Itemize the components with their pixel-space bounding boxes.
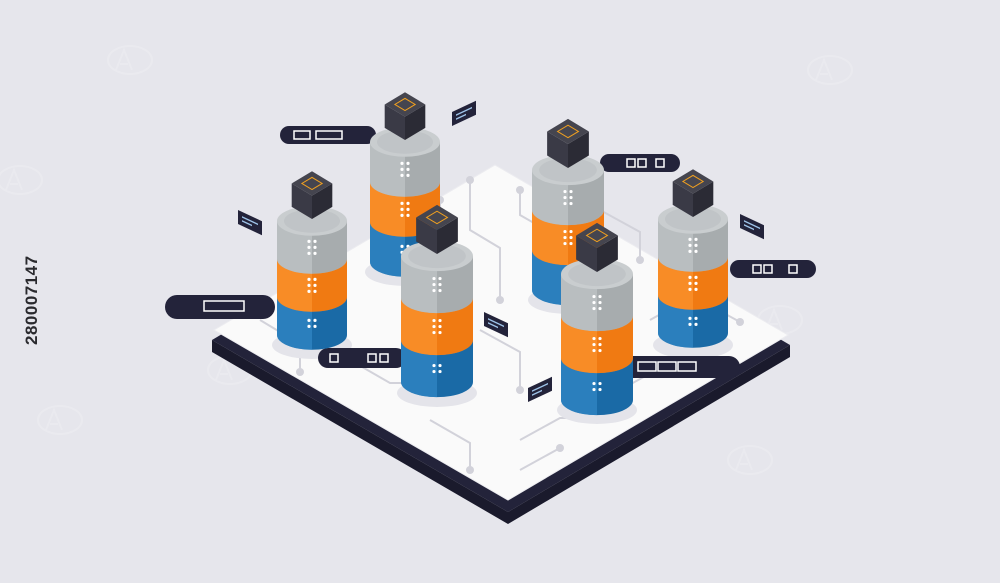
server-stack-5 (561, 222, 633, 416)
status-led-dots (688, 275, 698, 291)
gray-tier (370, 127, 440, 197)
server-stack-6 (658, 169, 728, 348)
note-card-icon (484, 312, 508, 338)
tag-bottom-right (610, 356, 740, 378)
status-led-dots (688, 316, 698, 326)
status-led-dots (563, 189, 573, 206)
label-tags (165, 126, 816, 378)
gray-tier (532, 154, 604, 226)
chip-cube-icon (576, 222, 618, 272)
stock-id-label: 280007147 (22, 255, 41, 345)
gray-tier (401, 240, 473, 314)
chip-cube-icon (384, 92, 426, 140)
status-led-dots (592, 381, 602, 392)
status-led-dots (400, 161, 410, 177)
status-led-dots (432, 318, 442, 335)
tag-top-left (280, 126, 376, 144)
note-card-icon (238, 210, 262, 236)
status-led-dots (307, 277, 317, 293)
status-led-dots (592, 336, 602, 353)
status-led-dots (592, 294, 602, 311)
tag-top-right (600, 154, 680, 172)
gray-tier (561, 258, 633, 332)
tag-left (165, 295, 275, 319)
gray-tier (658, 204, 728, 272)
note-cards (238, 100, 764, 402)
chip-cube-icon (547, 118, 589, 168)
status-led-dots (307, 239, 317, 255)
status-led-dots (432, 276, 442, 293)
chip-cube-icon (291, 171, 333, 219)
chip-cube-icon (672, 169, 714, 217)
status-led-dots (688, 237, 698, 253)
note-card-icon (740, 214, 764, 240)
status-led-dots (400, 201, 410, 217)
status-led-dots (432, 363, 442, 374)
status-led-dots (563, 229, 573, 246)
gray-tier (277, 206, 347, 274)
server-stack-3 (401, 204, 473, 398)
server-stacks (277, 92, 728, 416)
note-card-icon (452, 100, 476, 126)
server-stack-2 (370, 92, 440, 277)
tag-bottom-left (318, 348, 406, 368)
status-led-dots (307, 318, 317, 328)
server-stack-1 (277, 171, 347, 350)
tag-right (730, 260, 816, 278)
chip-cube-icon (416, 204, 458, 254)
note-card-icon (528, 376, 552, 402)
